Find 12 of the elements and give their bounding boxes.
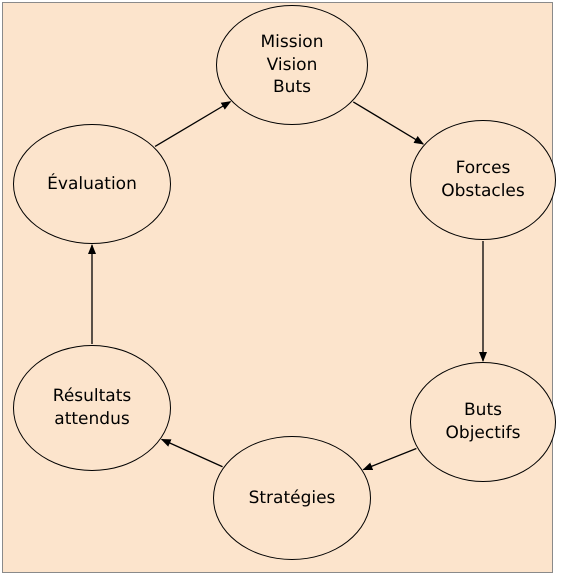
node-label: Forces Obstacles xyxy=(440,157,526,203)
node-label: Stratégies xyxy=(248,486,336,510)
arrow xyxy=(479,241,487,362)
arrow xyxy=(352,101,424,145)
node-label: Résultats attendus xyxy=(52,385,132,431)
arrow xyxy=(362,448,417,470)
node-label: Buts Objectifs xyxy=(444,399,522,445)
arrow xyxy=(88,244,96,344)
arrow xyxy=(160,438,223,468)
node-label: Évaluation xyxy=(47,172,137,196)
arrow xyxy=(154,101,232,148)
node-label: Mission Vision Buts xyxy=(259,30,324,100)
